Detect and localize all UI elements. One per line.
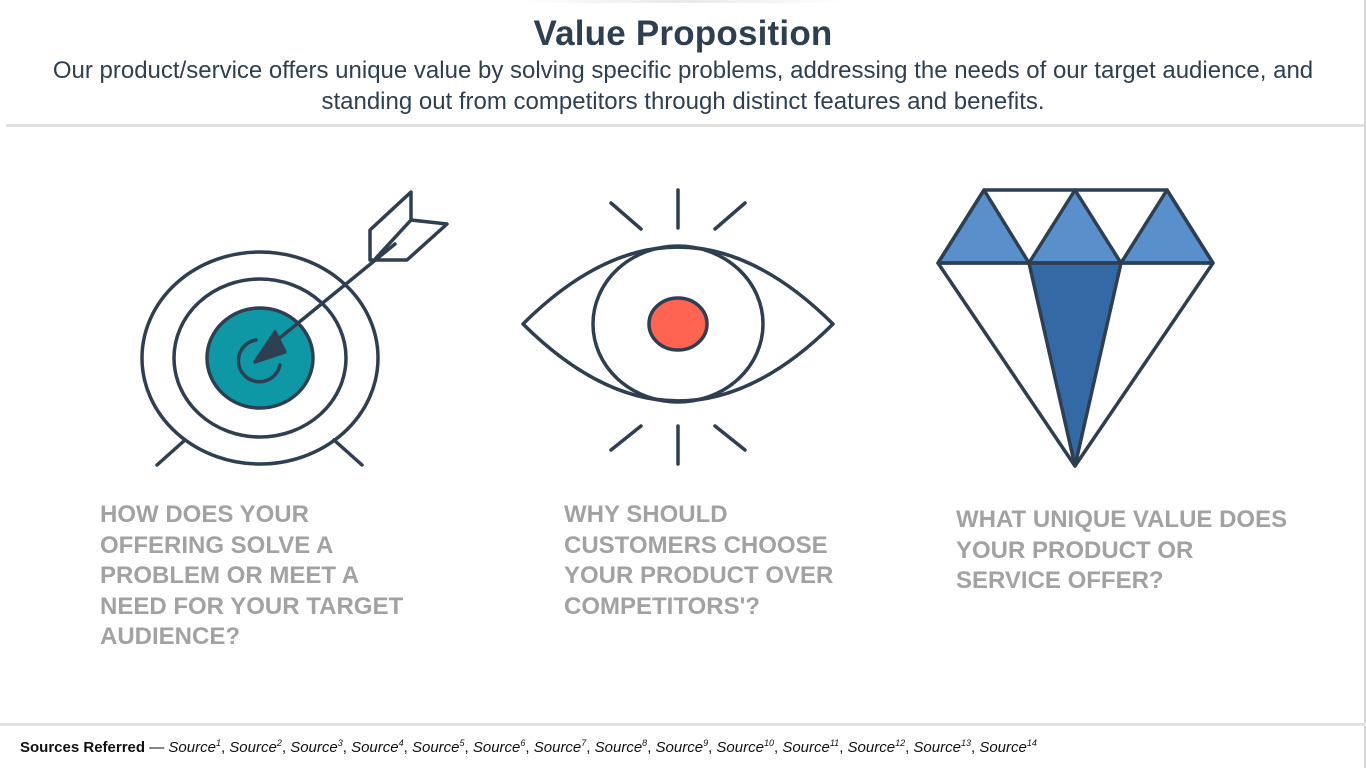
eye-icon [521, 188, 835, 466]
source-number: 13 [960, 738, 971, 748]
source-item: Source7 [533, 738, 587, 756]
source-number: 3 [337, 738, 343, 748]
source-item: Source5 [411, 738, 465, 756]
source-item: Source3 [290, 738, 343, 756]
source-item: Source11 [782, 738, 840, 756]
source-number: 11 [829, 738, 840, 748]
source-number: 2 [276, 738, 282, 748]
page-subtitle: Our product/service offers unique value … [52, 57, 1314, 115]
diamond-icon [936, 188, 1215, 468]
top-decorative-rule [0, 0, 1366, 3]
sources-dash: — [145, 739, 169, 756]
source-number: 5 [459, 738, 465, 748]
source-number: 9 [703, 738, 709, 748]
source-item: Source9 [655, 738, 709, 756]
source-item: Source14 [979, 738, 1037, 756]
source-number: 8 [642, 738, 648, 748]
source-item: Source12 [847, 738, 906, 756]
target-with-arrow-icon [140, 190, 449, 467]
footer-divider [0, 723, 1366, 726]
sources-label: Sources Referred [20, 739, 146, 756]
source-number: 1 [215, 738, 221, 748]
page-title: Value Proposition [533, 14, 833, 53]
source-item: Source6 [472, 738, 526, 756]
source-number: 6 [520, 738, 526, 748]
source-item: Source2 [229, 738, 282, 756]
source-item: Source4 [351, 738, 404, 756]
header-divider [6, 124, 1364, 127]
source-item: Source8 [594, 738, 648, 756]
source-number: 10 [763, 738, 774, 748]
source-item: Source13 [913, 738, 971, 756]
question-why-choose: WHY SHOULD CUSTOMERS CHOOSE YOUR PRODUCT… [564, 501, 834, 620]
sources-list: Source1, Source2, Source3, Source4, Sour… [168, 738, 1037, 756]
source-item: Source10 [716, 738, 774, 756]
source-item: Source1 [168, 738, 221, 756]
sources-referred: Sources Referred — Source1, Source2, Sou… [20, 738, 1350, 756]
right-edge-line [1364, 0, 1366, 768]
question-unique-value: WHAT UNIQUE VALUE DOES YOUR PRODUCT OR S… [956, 506, 1288, 594]
source-number: 12 [895, 738, 906, 748]
source-number: 7 [581, 738, 587, 748]
question-solve-problem: HOW DOES YOUR OFFERING SOLVE A PROBLEM O… [100, 501, 404, 650]
source-number: 14 [1026, 738, 1037, 748]
source-number: 4 [398, 738, 404, 748]
